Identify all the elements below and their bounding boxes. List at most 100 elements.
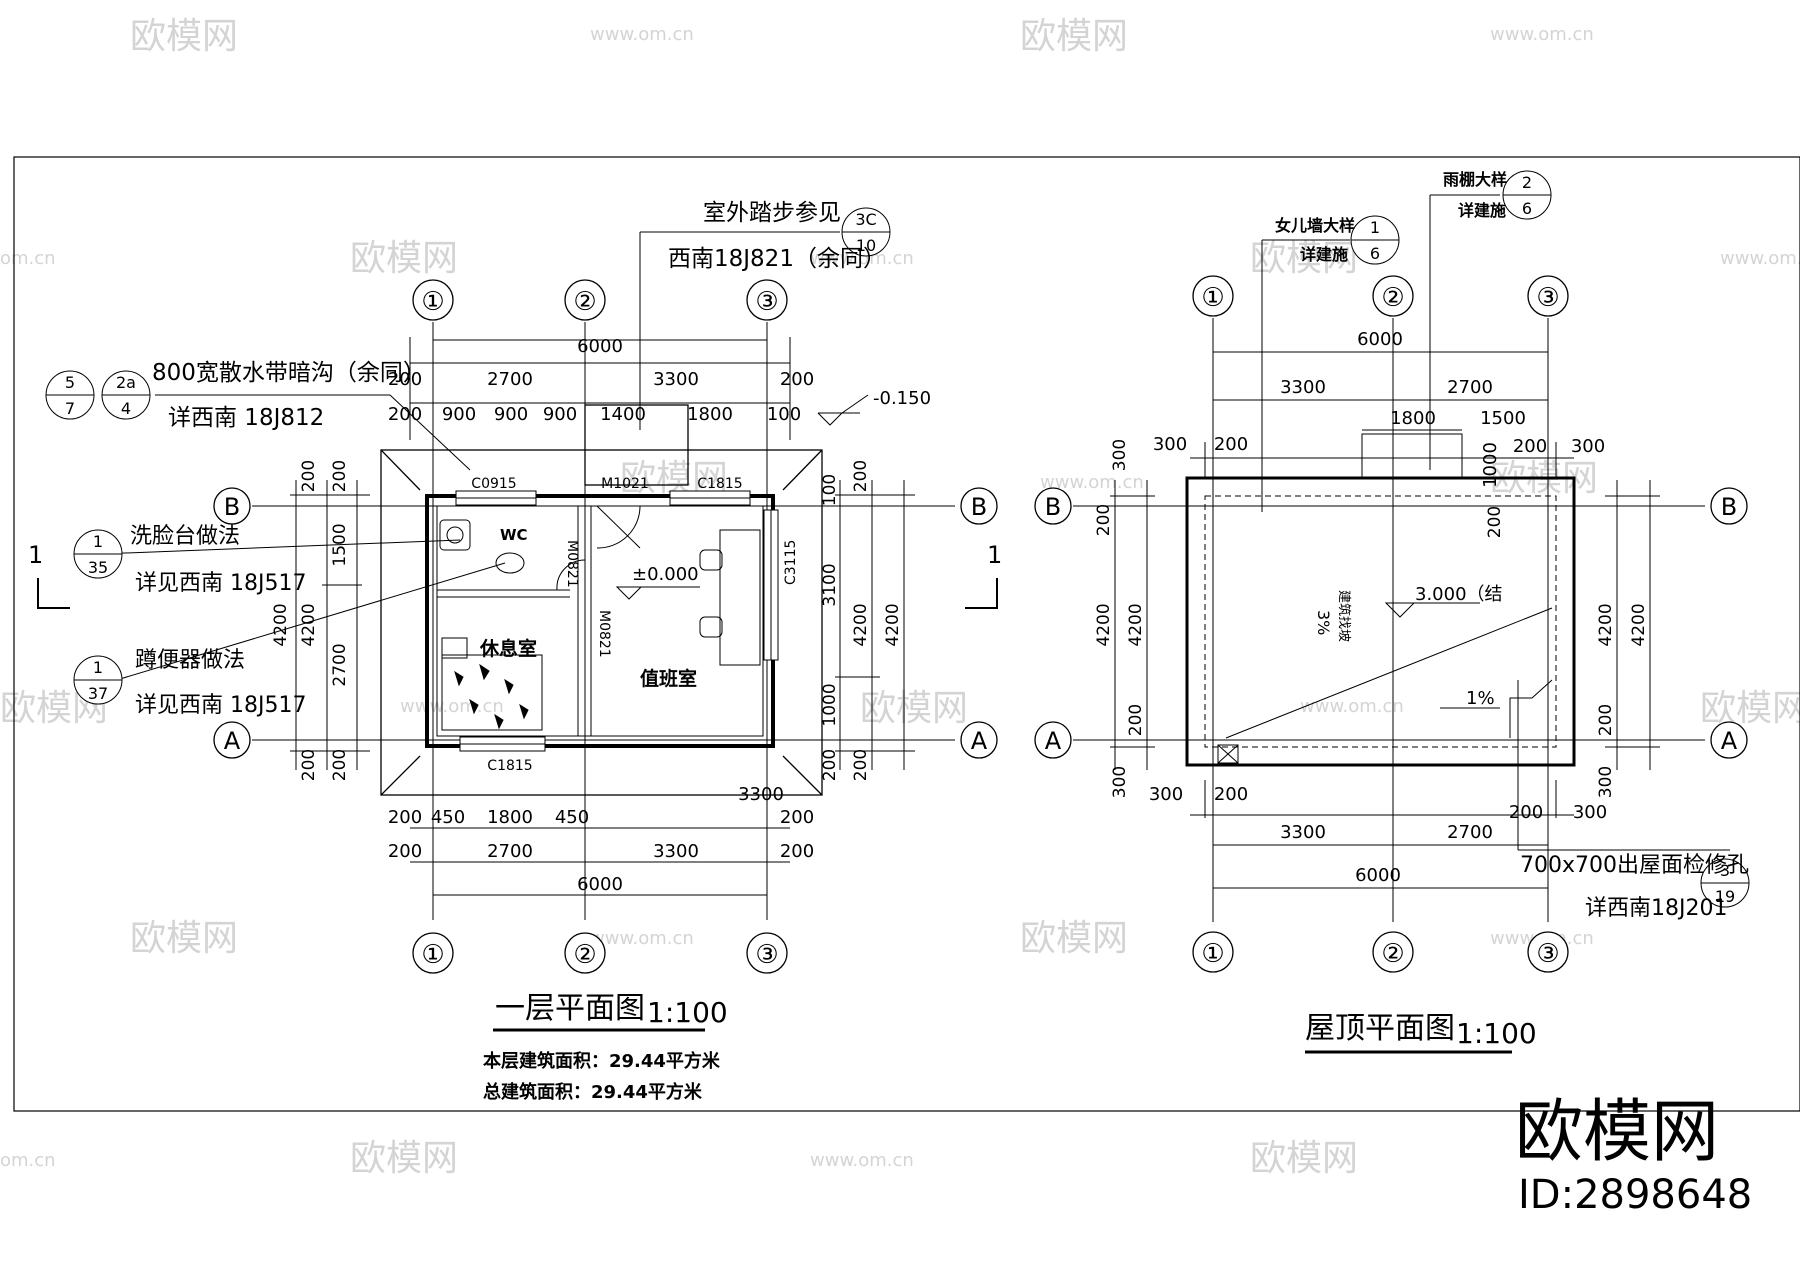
wall-inner-lines: [436, 505, 764, 737]
svg-text:www.om.cn: www.om.cn: [1490, 24, 1594, 45]
room-label-wc: WC: [500, 526, 528, 544]
dim-top-total: 6000: [577, 336, 623, 357]
note-basin-title: 洗脸台做法: [130, 524, 240, 549]
dim-top-2-f: 1800: [687, 404, 733, 425]
grid-label-1-top: ①: [421, 287, 444, 317]
roof-slope-main-note: 建筑找坡: [1336, 590, 1352, 642]
roof-dim-right-c: 4200: [1629, 603, 1649, 646]
grid-label-a-right: A: [971, 727, 988, 755]
index-bubble-toilet: 1 37: [73, 655, 123, 705]
note-parapet-ref: 详建施: [1300, 245, 1348, 264]
dim-bot-1-b: 450: [431, 807, 465, 828]
svg-text:2: 2: [1522, 173, 1532, 192]
note-toilet-title: 蹲便器做法: [135, 648, 245, 673]
section-mark-left: [37, 578, 70, 609]
roof-grid-2-bot: ②: [1381, 939, 1404, 969]
svg-text:om.cn: om.cn: [0, 1150, 56, 1171]
roof-grid-b-right: B: [1721, 493, 1737, 521]
floor-level: ±0.000: [632, 564, 699, 585]
svg-text:欧模网: 欧模网: [1250, 1138, 1358, 1179]
svg-text:欧模网: 欧模网: [1020, 16, 1128, 57]
roof-slope-gutter: 1%: [1466, 688, 1495, 709]
svg-text:www.om.cn: www.om.cn: [400, 696, 504, 717]
note-drain-title: 800宽散水带暗沟（余同）: [152, 360, 426, 386]
svg-text:欧模网: 欧模网: [1700, 688, 1800, 729]
dim-left-mid: 4200: [271, 603, 291, 646]
dim-right-outer-c: 200: [851, 749, 871, 781]
svg-text:www.om.cn: www.om.cn: [590, 928, 694, 949]
svg-text:37: 37: [88, 684, 108, 703]
svg-text:www.om.cn: www.om.cn: [1040, 472, 1144, 493]
svg-text:www.om.cn: www.om.cn: [590, 24, 694, 45]
roof-dim-left-d: 4200: [1126, 603, 1146, 646]
dim-top-2-e: 1400: [600, 404, 646, 425]
dim-right-inner-b: 3100: [820, 563, 840, 606]
dim-bot-1-a: 200: [388, 807, 422, 828]
dim-right-outer-a: 200: [851, 460, 871, 492]
roof-dims-left: [1110, 480, 1155, 770]
svg-text:2a: 2a: [116, 373, 136, 392]
note-canopy-ref: 详建施: [1458, 201, 1506, 220]
roof-slope-main: 3%: [1314, 610, 1333, 635]
dim-bot-2-c: 3300: [653, 841, 699, 862]
svg-text:10: 10: [856, 236, 876, 255]
dimension-lines-bottom: [410, 827, 790, 896]
svg-text:欧模网: 欧模网: [860, 688, 968, 729]
dim-top-2-c: 900: [494, 404, 528, 425]
note-drain-ref: 详西南 18J812: [168, 405, 324, 431]
svg-text:35: 35: [88, 558, 108, 577]
index-bubble-steps: 3C 10: [841, 207, 891, 257]
svg-text:欧模网: 欧模网: [130, 16, 238, 57]
svg-text:欧模网: 欧模网: [1020, 918, 1128, 959]
roof-plan: ① ② ③ ① ② ③ B B A A: [1034, 170, 1750, 1054]
section-mark-right-label: 1: [987, 541, 1002, 569]
svg-text:3C: 3C: [855, 210, 876, 229]
plan1-area-total: 总建筑面积：29.44平方米: [483, 1081, 703, 1103]
index-bubble-drain-1: 5 7: [45, 370, 95, 420]
note-steps-ref: 西南18J821（余同）: [668, 246, 886, 272]
index-bubble-hatch: 3 19: [1700, 858, 1750, 908]
first-floor-plan: ① ② ③ ① ② ③ B B A A: [28, 200, 1002, 1103]
svg-text:4: 4: [121, 399, 131, 418]
leaders: [99, 231, 840, 686]
dim-bot-2-a: 200: [388, 841, 422, 862]
roof-dim-bot-c: 3300: [1280, 822, 1326, 843]
note-hatch-ref: 详西南18J201: [1585, 896, 1727, 921]
svg-text:www.om.cn: www.om.cn: [810, 248, 914, 269]
tag-c0915: C0915: [471, 476, 516, 492]
plan1-area-floor: 本层建筑面积：29.44平方米: [483, 1050, 721, 1072]
roof-dim-left-c: 4200: [1094, 603, 1114, 646]
tag-m0821-wc: M0821: [564, 540, 580, 588]
dim-bot-total: 6000: [577, 874, 623, 895]
roof-dims-right: [1605, 480, 1660, 770]
roof-dim-left-a: 300: [1110, 439, 1130, 471]
dimension-lines-right: [835, 480, 915, 770]
roof-dim-left-e: 200: [1126, 704, 1146, 736]
roof-level-mark: [1384, 602, 1480, 618]
svg-text:www.om.cn: www.om.cn: [1720, 248, 1800, 269]
roof-dim-bot-total: 6000: [1355, 865, 1401, 886]
parapet-outline: [1185, 476, 1576, 767]
index-bubble-drain-2: 2a 4: [101, 370, 151, 420]
roof-grid-a-right: A: [1721, 727, 1738, 755]
roof-dim-bot-e: 200: [1509, 802, 1543, 823]
roof-dim-bot-b: 200: [1214, 784, 1248, 805]
grid-bubbles: [213, 279, 998, 974]
roof-dim-top-3-c: 200: [1513, 436, 1547, 457]
dim-bot-2-d: 200: [780, 841, 814, 862]
roof-dim-right-d: 200: [1596, 704, 1616, 736]
svg-text:欧模网: 欧模网: [1250, 238, 1358, 279]
roof-dim-top-total: 6000: [1357, 329, 1403, 350]
outside-level-mark: [817, 394, 869, 426]
roof-leaders: [1261, 194, 1730, 851]
dim-left-inner-d: 200: [330, 749, 350, 781]
note-hatch-title: 700x700出屋面检修孔: [1520, 853, 1749, 878]
note-canopy-title: 雨棚大样: [1443, 170, 1507, 189]
grid-label-3-bot: ③: [755, 940, 778, 970]
dim-left-inner-c: 2700: [330, 643, 350, 686]
roof-grid-3-bot: ③: [1536, 939, 1559, 969]
doors: [556, 505, 641, 591]
roof-dim-bot-f: 300: [1573, 802, 1607, 823]
brand-id: ID:2898648: [1518, 1172, 1752, 1218]
tag-m1021: M1021: [601, 476, 649, 492]
